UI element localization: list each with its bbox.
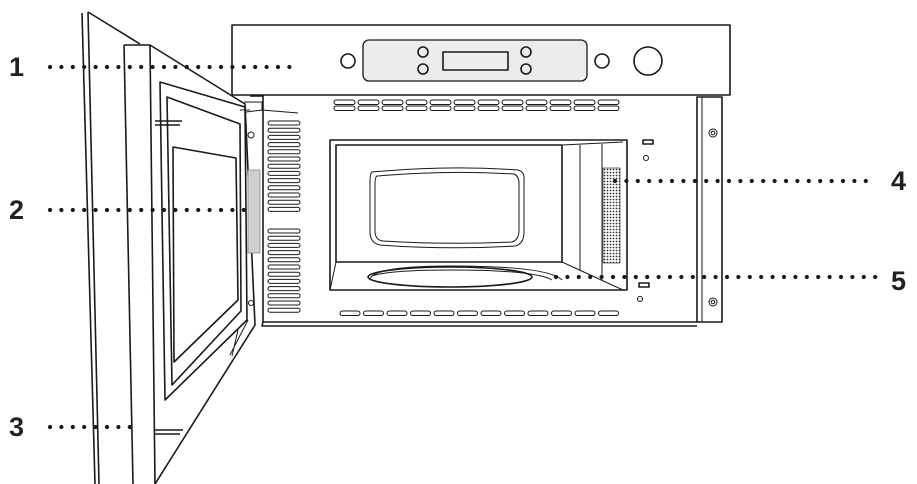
vent-slot — [357, 105, 380, 111]
vent-slot — [501, 105, 524, 111]
vent-slot — [267, 278, 301, 284]
vent-slot — [267, 170, 301, 176]
vent-slot — [267, 300, 301, 306]
vent-slot — [433, 310, 455, 316]
vent-slot — [333, 105, 356, 111]
vent-slot — [405, 105, 428, 111]
vent-slot — [525, 99, 548, 105]
callout-5: 5 — [891, 266, 907, 296]
vent-slot — [527, 310, 549, 316]
vent-slot — [267, 199, 301, 205]
vent-slot — [267, 235, 301, 241]
vent-slot — [339, 310, 361, 316]
vent-slot — [267, 134, 301, 140]
vent-slot — [267, 271, 301, 277]
vent-slot — [597, 99, 620, 105]
vent-slot — [453, 105, 476, 111]
oven-cavity — [329, 139, 628, 291]
vent-slot — [267, 142, 301, 148]
vent-slot — [504, 310, 525, 316]
door-seal-strip — [247, 169, 261, 254]
vent-slot — [267, 149, 301, 155]
vent-slot — [405, 99, 428, 105]
vent-slot — [267, 127, 301, 133]
vent-slot — [598, 310, 619, 316]
vent-slot — [429, 99, 452, 105]
vent-slot — [267, 286, 301, 292]
vent-slot — [267, 178, 301, 184]
vent-slot — [333, 99, 356, 105]
vent-slot — [267, 192, 301, 198]
vent-slot — [357, 99, 380, 105]
turntable — [367, 265, 563, 288]
vent-slot — [267, 206, 301, 212]
vent-slot — [267, 307, 301, 313]
vent-slot — [477, 105, 500, 111]
vent-slot — [501, 99, 524, 105]
vent-slot — [381, 99, 404, 105]
vent-slot — [267, 293, 301, 299]
control-panel — [231, 24, 731, 96]
vent-slot — [574, 310, 596, 316]
vent-slot — [573, 105, 596, 111]
vent-slot — [573, 99, 596, 105]
vent-slot — [551, 310, 572, 316]
vent-slot — [267, 156, 301, 162]
door — [81, 11, 299, 484]
vent-slot — [267, 257, 301, 263]
vent-slot — [381, 105, 404, 111]
vent-slot — [267, 120, 301, 126]
callout-2: 2 — [9, 195, 25, 225]
vent-slot — [363, 310, 384, 316]
vent-slot — [267, 185, 301, 191]
vent-slot — [453, 99, 476, 105]
vent-slot — [477, 99, 500, 105]
vent-slot — [525, 105, 548, 111]
vent-slot — [267, 242, 301, 248]
vent-slot — [429, 105, 452, 111]
vent-slot — [480, 310, 502, 316]
callout-3: 3 — [9, 412, 25, 442]
vent-slot — [386, 310, 408, 316]
vent-slot — [267, 250, 301, 256]
callout-1: 1 — [9, 52, 25, 82]
vent-slot — [410, 310, 431, 316]
vent-slot — [267, 228, 301, 234]
vent-slot — [549, 105, 572, 111]
vent-slot — [597, 105, 620, 111]
callout-4: 4 — [891, 166, 907, 196]
vent-slot — [267, 163, 301, 169]
grill-element — [602, 167, 621, 264]
vent-slot — [549, 99, 572, 105]
vent-slot — [267, 264, 301, 270]
oven-body — [247, 95, 723, 327]
vent-slot — [457, 310, 478, 316]
